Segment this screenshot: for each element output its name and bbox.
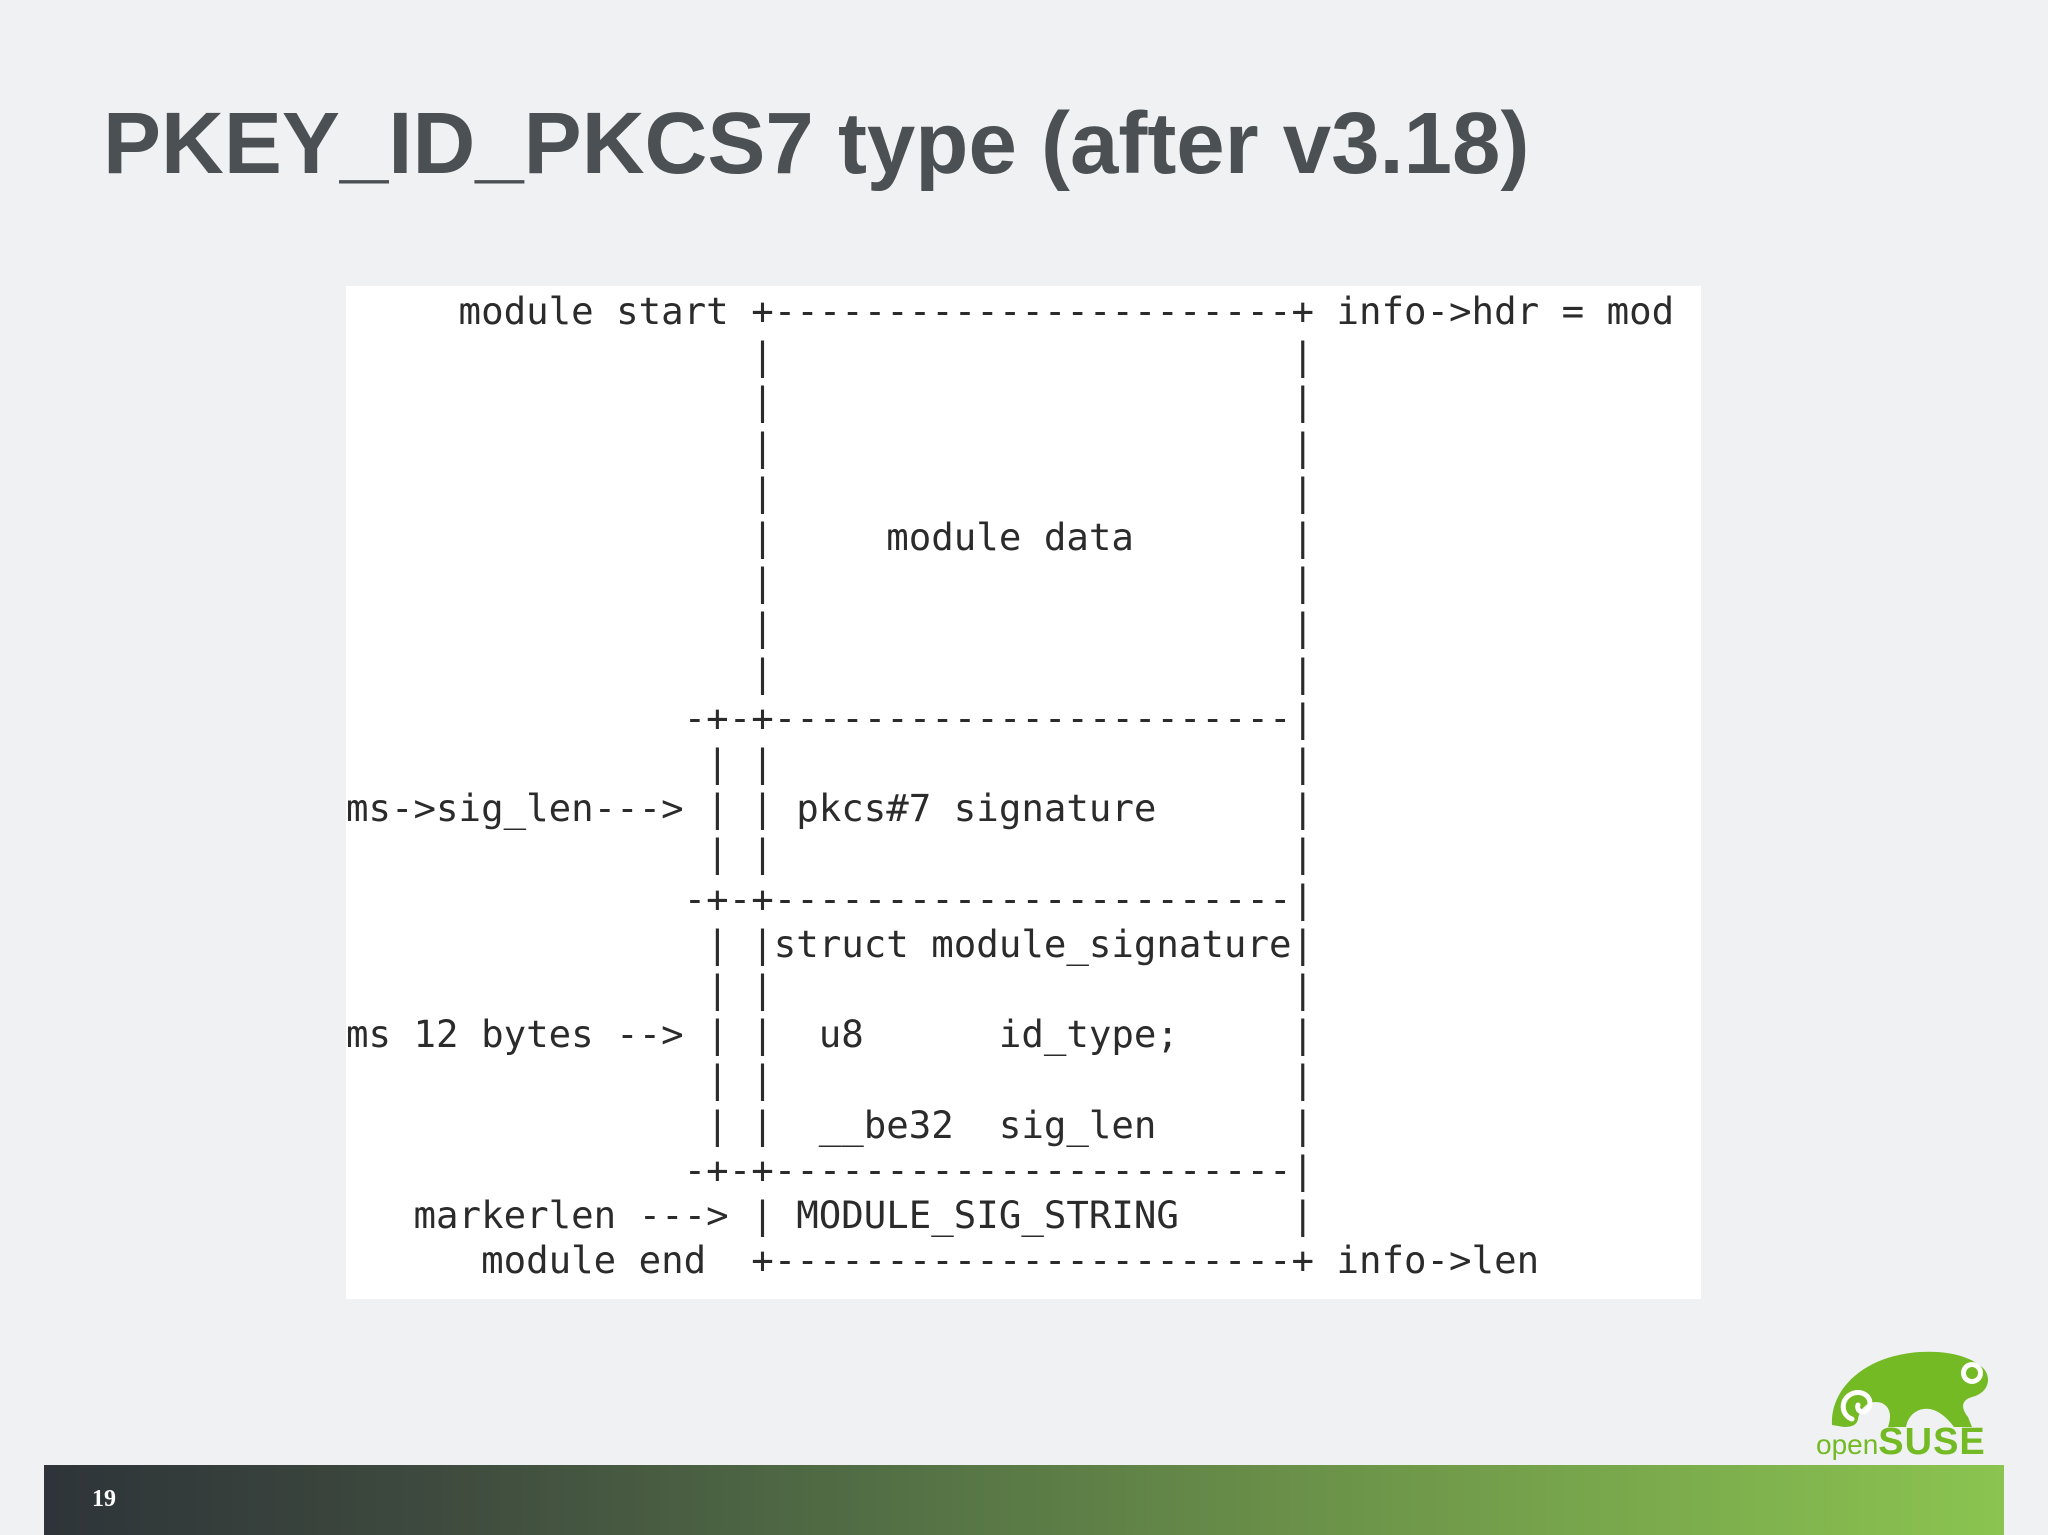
opensuse-wordmark: openSUSE	[1816, 1423, 1986, 1461]
logo-text-open: open	[1816, 1429, 1879, 1460]
diagram-line: | |struct module_signature|	[346, 921, 1314, 966]
diagram-line: | module data |	[346, 515, 1314, 559]
diagram-line: module end +-----------------------+ inf…	[346, 1238, 1540, 1283]
diagram-line: | |	[346, 650, 1314, 695]
diagram-line: | |	[346, 560, 1314, 605]
diagram-line: | | __be32 sig_len |	[346, 1102, 1314, 1147]
diagram-line: module start +-----------------------+ i…	[346, 289, 1675, 333]
diagram-line: | | |	[346, 967, 1314, 1011]
diagram-line: -+-+-----------------------|	[346, 876, 1314, 921]
diagram-line: -+-+-----------------------|	[346, 695, 1314, 740]
diagram-line: | | |	[346, 741, 1314, 785]
slide-title: PKEY_ID_PKCS7 type (after v3.18)	[103, 95, 1530, 192]
diagram-line: | | |	[346, 831, 1314, 876]
diagram-line: | |	[346, 424, 1314, 469]
diagram-line: ms 12 bytes --> | | u8 id_type; |	[346, 1012, 1314, 1057]
page-number: 19	[92, 1486, 116, 1512]
diagram-line: | |	[346, 334, 1314, 379]
diagram-line: | |	[346, 379, 1314, 424]
diagram-line: markerlen ---> | MODULE_SIG_STRING |	[346, 1193, 1314, 1237]
opensuse-chameleon-icon	[1831, 1351, 1988, 1427]
diagram-line: -+-+-----------------------|	[346, 1147, 1314, 1192]
module-layout-diagram: module start +-----------------------+ i…	[346, 286, 1701, 1299]
footer-bar: 19	[44, 1465, 2004, 1535]
opensuse-logo: openSUSE	[1810, 1345, 2000, 1461]
diagram-line: ms->sig_len---> | | pkcs#7 signature |	[346, 786, 1314, 831]
diagram-line: | | |	[346, 1057, 1314, 1102]
diagram-line: | |	[346, 605, 1314, 650]
logo-text-suse: SUSE	[1878, 1421, 1986, 1463]
diagram-line: | |	[346, 469, 1314, 514]
